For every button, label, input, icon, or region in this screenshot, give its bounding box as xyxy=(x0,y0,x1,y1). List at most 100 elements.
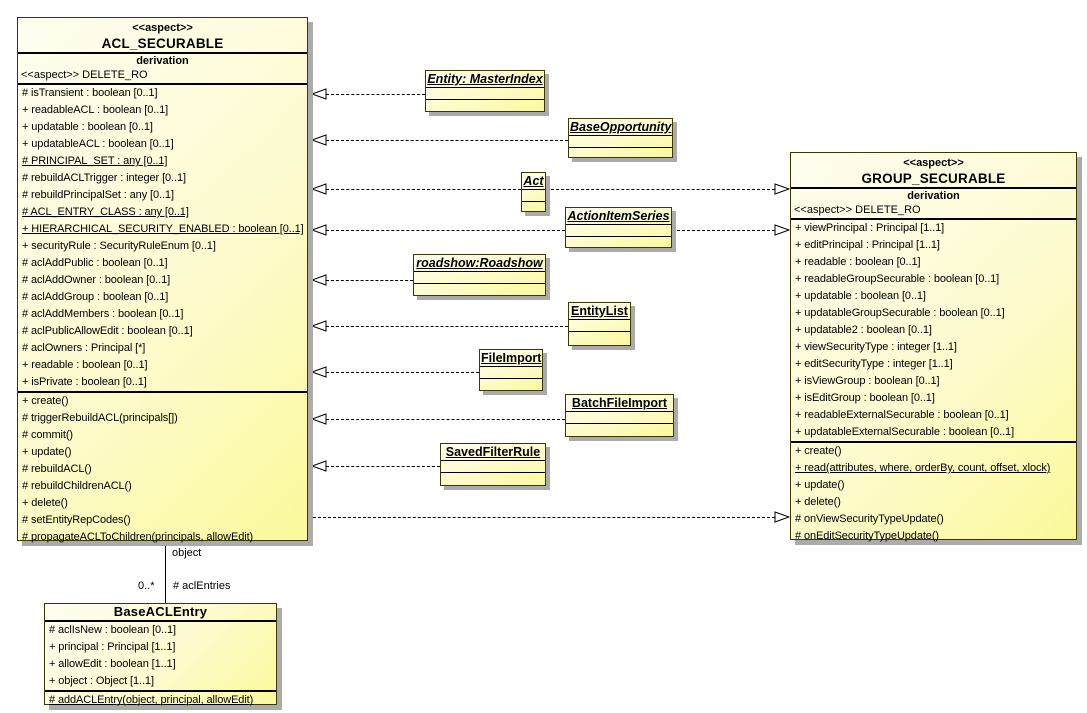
delete-ro-stereotype: <<aspect>> DELETE_RO xyxy=(21,69,148,81)
operations-compartment: # addACLEntry(object, principal, allowEd… xyxy=(45,692,276,709)
attribute-row: # aclAddMembers : boolean [0..1] xyxy=(22,308,184,320)
compartment-divider xyxy=(45,690,276,692)
attributes-compartment: # aclIsNew : boolean [0..1]+ principal :… xyxy=(45,622,276,690)
compartment-divider xyxy=(791,218,1076,220)
class-name: BaseOpportunity xyxy=(570,120,672,134)
operations-compartment xyxy=(441,472,545,484)
class-savedfilterrule[interactable]: SavedFilterRule xyxy=(440,443,546,486)
attributes-compartment xyxy=(414,271,545,283)
compartment-divider xyxy=(18,52,307,54)
attribute-row: + editPrincipal : Principal [1..1] xyxy=(795,239,940,251)
class-acl-securable[interactable]: <<aspect>> ACL_SECURABLE derivation <<as… xyxy=(17,17,308,543)
class-name: SavedFilterRule xyxy=(445,445,541,459)
realization-connector-actionitemseries-left xyxy=(326,230,565,231)
operations-compartment xyxy=(569,331,630,343)
realization-arrowhead-icon xyxy=(311,224,327,236)
attributes-compartment: # isTransient : boolean [0..1]+ readable… xyxy=(18,85,307,391)
class-header: BaseACLEntry xyxy=(45,604,276,620)
compartment-divider xyxy=(18,391,307,393)
realization-arrowhead-icon xyxy=(774,224,790,236)
stereotype-label: <<aspect>> xyxy=(903,157,964,169)
class-baseopportunity[interactable]: BaseOpportunity xyxy=(568,118,673,158)
class-name: Act xyxy=(523,174,544,188)
operations-compartment xyxy=(426,99,544,111)
operation-row: # rebuildChildrenACL() xyxy=(22,480,132,492)
operations-compartment xyxy=(414,283,545,295)
class-name: EntityList xyxy=(571,304,628,318)
operations-compartment: + create()# triggerRebuildACL(principals… xyxy=(18,393,307,546)
realization-connector-savedfilterrule xyxy=(326,466,440,467)
attributes-compartment xyxy=(426,87,544,99)
attributes-compartment xyxy=(441,460,545,472)
class-roadshow[interactable]: roadshow:Roadshow xyxy=(413,254,546,296)
attributes-compartment xyxy=(522,189,545,201)
class-actionitemseries[interactable]: ActionItemSeries xyxy=(565,207,672,248)
operation-row: # addACLEntry(object, principal, allowEd… xyxy=(49,694,254,706)
class-batchfileimport[interactable]: BatchFileImport xyxy=(565,394,674,437)
operation-row: + update() xyxy=(795,479,845,491)
attribute-row: + isEditGroup : boolean [0..1] xyxy=(795,392,935,404)
operation-row: + create() xyxy=(795,445,842,457)
class-entity-masterindex[interactable]: Entity: MasterIndex xyxy=(425,70,545,112)
operation-row: # onViewSecurityTypeUpdate() xyxy=(795,513,944,525)
realization-arrowhead-icon xyxy=(774,511,790,523)
compartment-divider xyxy=(45,620,276,622)
attribute-row: + viewPrincipal : Principal [1..1] xyxy=(795,222,945,234)
attribute-row: # rebuildPrincipalSet : any [0..1] xyxy=(22,189,174,201)
derivation-label: derivation xyxy=(136,55,189,67)
attribute-row: + updatable : boolean [0..1] xyxy=(22,121,153,133)
association-role-aclentries: # aclEntries xyxy=(173,580,231,592)
operation-row: # onEditSecurityTypeUpdate() xyxy=(795,530,939,542)
class-base-acl-entry[interactable]: BaseACLEntry # aclIsNew : boolean [0..1]… xyxy=(44,603,277,706)
attribute-row: # aclOwners : Principal [*] xyxy=(22,342,146,354)
association-role-object: object xyxy=(172,547,202,559)
class-header: <<aspect>> GROUP_SECURABLE xyxy=(791,153,1076,187)
class-act[interactable]: Act xyxy=(521,172,546,212)
class-name: ACL_SECURABLE xyxy=(101,36,224,51)
delete-ro-stereotype: <<aspect>> DELETE_RO xyxy=(794,204,921,216)
realization-connector-baseopportunity xyxy=(326,140,568,141)
realization-connector-acl-to-group xyxy=(308,517,775,518)
attributes-compartment xyxy=(569,319,630,331)
derivation-label: derivation xyxy=(907,190,960,202)
compartment-divider xyxy=(791,441,1076,443)
operations-compartment xyxy=(480,378,542,390)
attributes-compartment xyxy=(566,224,671,236)
attribute-row: # rebuildACLTrigger : integer [0..1] xyxy=(22,172,186,184)
attributes-compartment xyxy=(480,366,542,378)
attribute-row: + isPrivate : boolean [0..1] xyxy=(22,376,147,388)
attribute-row: # ACL_ENTRY_CLASS : any [0..1] xyxy=(22,206,189,218)
realization-arrowhead-icon xyxy=(311,274,327,286)
operation-row: + delete() xyxy=(22,497,68,509)
operation-row: # triggerRebuildACL(principals[]) xyxy=(22,412,178,424)
class-entitylist[interactable]: EntityList xyxy=(568,302,631,346)
attribute-row: # aclAddPublic : boolean [0..1] xyxy=(22,257,168,269)
class-fileimport[interactable]: FileImport xyxy=(479,349,543,391)
attribute-row: + securityRule : SecurityRuleEnum [0..1] xyxy=(22,240,216,252)
class-name: BaseACLEntry xyxy=(113,604,208,619)
attribute-row: + HIERARCHICAL_SECURITY_ENABLED : boolea… xyxy=(22,223,304,235)
attribute-row: + isViewGroup : boolean [0..1] xyxy=(795,375,940,387)
class-header: <<aspect>> ACL_SECURABLE xyxy=(18,18,307,52)
attribute-row: + object : Object [1..1] xyxy=(49,675,154,687)
class-group-securable[interactable]: <<aspect>> GROUP_SECURABLE derivation <<… xyxy=(790,152,1077,542)
attribute-row: + readableExternalSecurable : boolean [0… xyxy=(795,409,1009,421)
operations-compartment xyxy=(566,236,671,248)
association-connector-aclentries xyxy=(165,541,166,603)
attribute-row: + updatable : boolean [0..1] xyxy=(795,290,926,302)
class-name: BatchFileImport xyxy=(571,396,668,410)
realization-connector-entity-masterindex xyxy=(326,94,425,95)
attribute-row: + editSecurityType : integer [1..1] xyxy=(795,358,953,370)
realization-connector-act-right xyxy=(546,189,775,190)
realization-arrowhead-icon xyxy=(311,134,327,146)
realization-arrowhead-icon xyxy=(311,320,327,332)
operation-row: # setEntityRepCodes() xyxy=(22,514,131,526)
attribute-row: + updatableACL : boolean [0..1] xyxy=(22,138,174,150)
realization-connector-entitylist xyxy=(326,326,568,327)
attribute-row: # aclAddGroup : boolean [0..1] xyxy=(22,291,169,303)
operation-row: + update() xyxy=(22,446,72,458)
attribute-row: + updatableGroupSecurable : boolean [0..… xyxy=(795,307,1005,319)
realization-connector-actionitemseries-right xyxy=(672,230,775,231)
realization-arrowhead-icon xyxy=(311,460,327,472)
attributes-compartment: + viewPrincipal : Principal [1..1] + edit… xyxy=(791,220,1076,441)
